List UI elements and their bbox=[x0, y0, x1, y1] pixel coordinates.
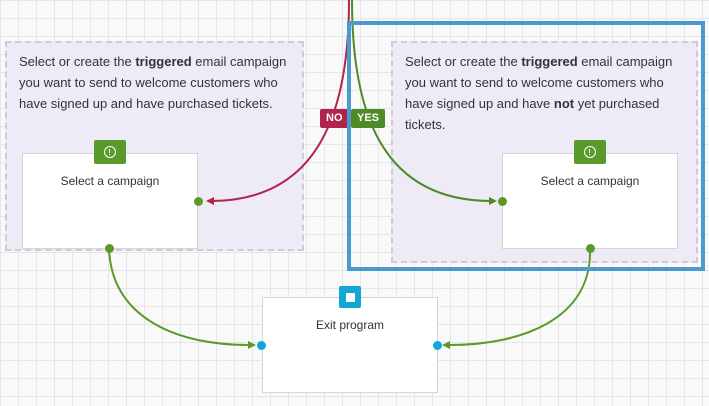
left-campaign-badge[interactable] bbox=[94, 140, 126, 164]
right-campaign-out-port[interactable] bbox=[586, 244, 595, 253]
selection-highlight bbox=[347, 21, 705, 271]
left-group-description: Select or create the triggered email cam… bbox=[19, 54, 287, 111]
no-branch-tag[interactable]: NO bbox=[320, 109, 349, 128]
left-campaign-node[interactable]: Select a campaign bbox=[22, 153, 198, 249]
exit-program-badge[interactable] bbox=[339, 286, 361, 308]
right-campaign-badge[interactable] bbox=[574, 140, 606, 164]
exit-program-node[interactable]: Exit program bbox=[262, 297, 438, 393]
right-campaign-label: Select a campaign bbox=[540, 174, 640, 188]
yes-branch-tag[interactable]: YES bbox=[351, 109, 386, 128]
exit-program-label: Exit program bbox=[315, 318, 385, 332]
stop-icon bbox=[345, 292, 355, 302]
left-campaign-out-port[interactable] bbox=[105, 244, 114, 253]
exit-left-in-port[interactable] bbox=[257, 341, 266, 350]
exit-right-in-port[interactable] bbox=[433, 341, 442, 350]
warning-circle-icon bbox=[104, 146, 116, 158]
right-group-description: Select or create the triggered email cam… bbox=[405, 54, 673, 132]
right-campaign-in-port[interactable] bbox=[498, 197, 507, 206]
left-campaign-side-port[interactable] bbox=[194, 197, 203, 206]
warning-circle-icon bbox=[584, 146, 596, 158]
left-campaign-label: Select a campaign bbox=[60, 174, 160, 188]
